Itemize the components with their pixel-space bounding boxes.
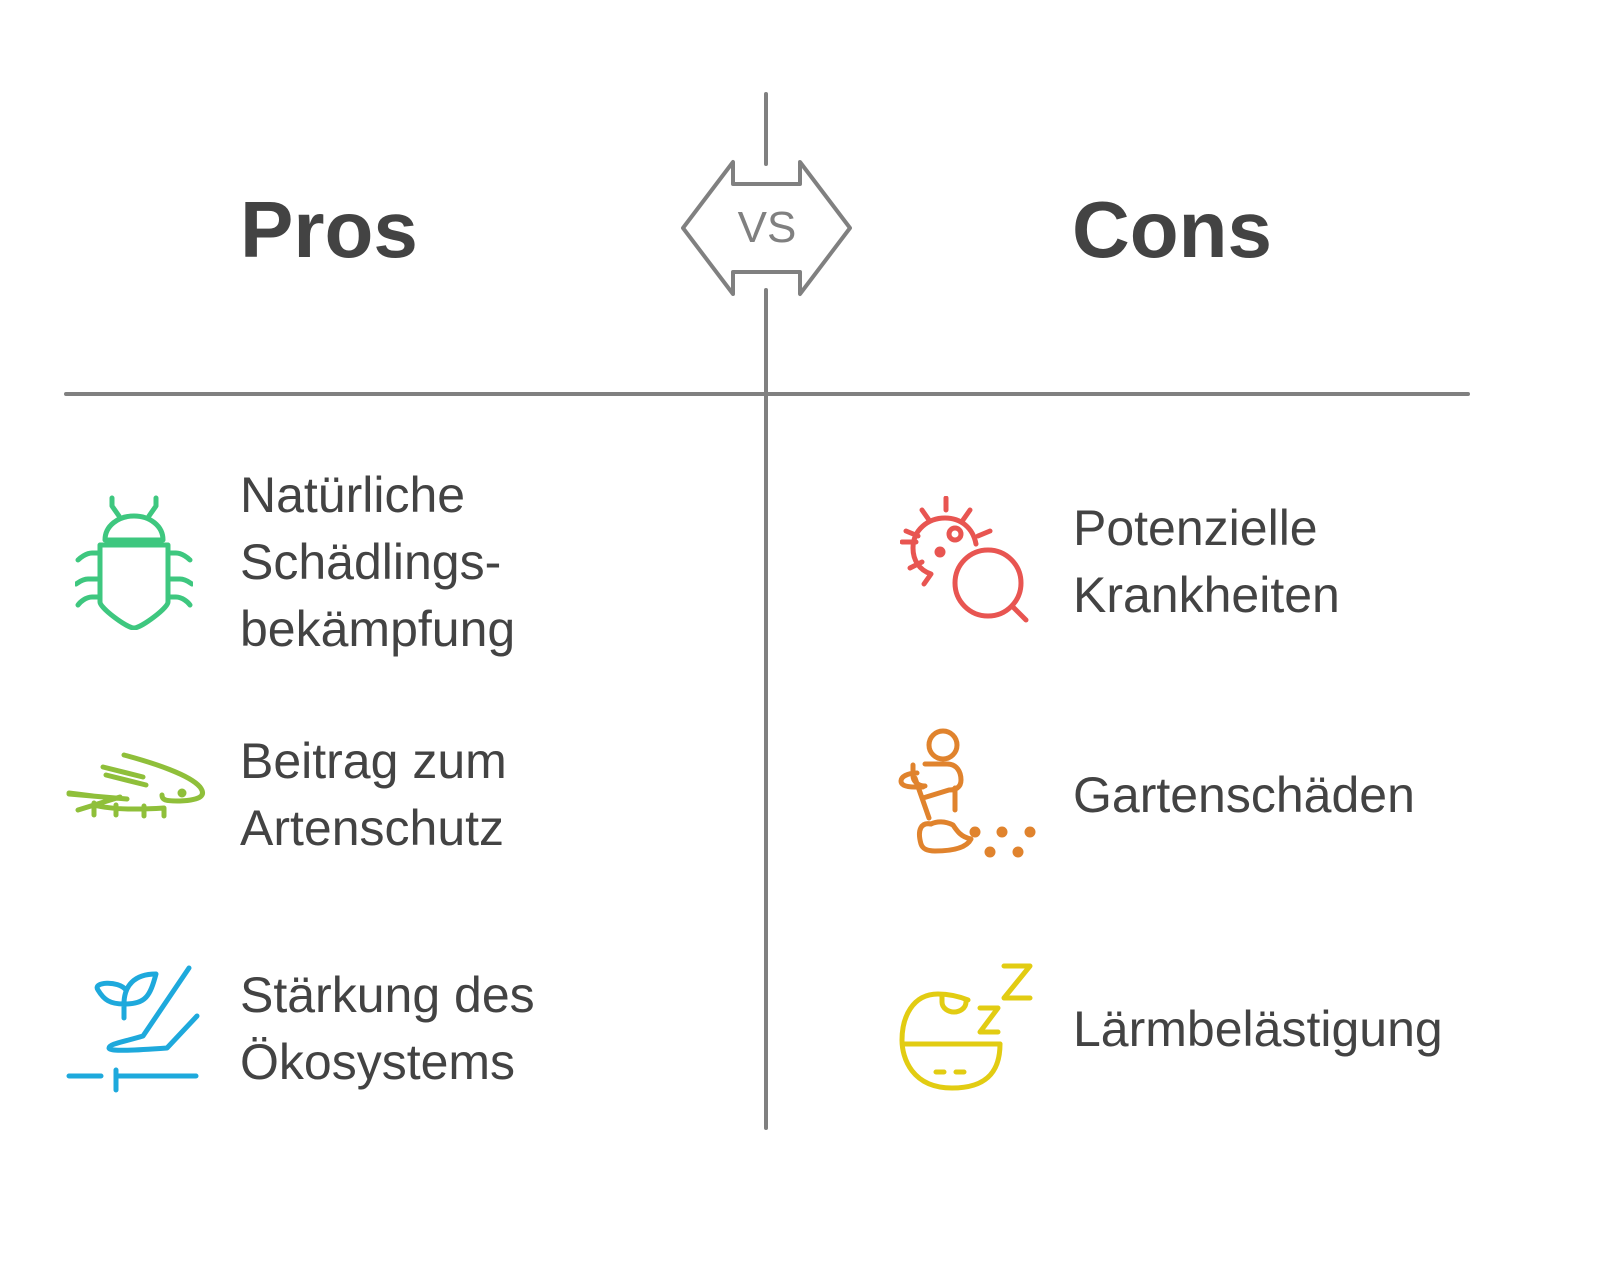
- con-item-2-line: Gartenschäden: [1073, 767, 1415, 823]
- pro-item-1-line: Schädlings-: [240, 534, 502, 590]
- pro-item-1: Natürliche Schädlings- bekämpfung: [240, 462, 515, 663]
- pro-item-2-line: Artenschutz: [240, 800, 505, 856]
- pro-item-1-line: bekämpfung: [240, 601, 516, 657]
- con-item-1-line: Potenzielle: [1073, 500, 1318, 556]
- con-item-1-line: Krankheiten: [1073, 567, 1340, 623]
- con-item-3: Lärmbelästigung: [1073, 996, 1443, 1063]
- sleeping-face-icon: [899, 963, 1033, 1091]
- vs-label: VS: [737, 203, 797, 252]
- pro-item-3-line: Ökosystems: [240, 1034, 516, 1090]
- porcupine-icon: [66, 752, 205, 819]
- pro-item-3-line: Stärkung des: [240, 967, 535, 1023]
- vs-arrow-icon: [681, 160, 852, 296]
- pro-item-2-line: Beitrag zum: [240, 733, 507, 789]
- pros-heading: Pros: [240, 185, 418, 274]
- virus-search-icon: [900, 496, 1029, 623]
- con-item-3-line: Lärmbelästigung: [1073, 1001, 1443, 1057]
- pro-item-3: Stärkung des Ökosystems: [240, 962, 535, 1096]
- pro-item-1-line: Natürliche: [240, 467, 466, 523]
- bug-icon: [75, 495, 193, 630]
- cons-heading: Cons: [1072, 185, 1272, 274]
- con-item-1: Potenzielle Krankheiten: [1073, 495, 1340, 629]
- pro-item-2: Beitrag zum Artenschutz: [240, 728, 507, 862]
- digging-person-icon: [898, 728, 1036, 858]
- con-item-2: Gartenschäden: [1073, 762, 1415, 829]
- plant-hand-icon: [66, 965, 200, 1093]
